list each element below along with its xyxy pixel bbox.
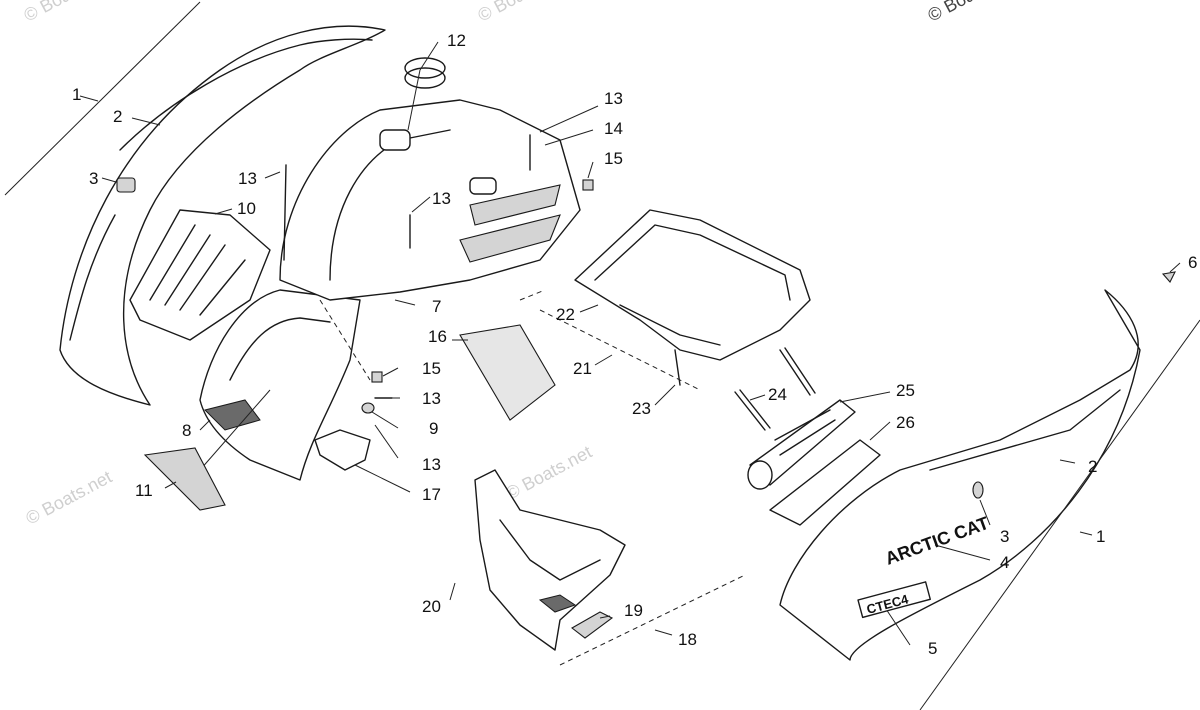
lower-front-panel	[199, 289, 361, 481]
left-side-panel	[4, 1, 386, 406]
strap	[734, 347, 816, 431]
callout-number: 13	[422, 455, 441, 474]
callout-number: 3	[1000, 527, 1009, 546]
callout-number: 3	[89, 169, 98, 188]
bracket	[314, 429, 411, 493]
callout-number: 13	[422, 389, 441, 408]
callout-number: 20	[422, 597, 441, 616]
callout-number: 22	[556, 305, 575, 324]
screws	[264, 105, 1181, 459]
watermark-text: © Boats.net	[924, 0, 1017, 26]
storage-tray	[519, 209, 811, 406]
callout-number: 26	[896, 413, 915, 432]
callout-number: 8	[182, 421, 191, 440]
callout-number: 13	[604, 89, 623, 108]
callout-number: 6	[1188, 253, 1197, 272]
callout-number: 24	[768, 385, 787, 404]
callout-number: 9	[429, 419, 438, 438]
callout-number: 15	[604, 149, 623, 168]
callout-number: 11	[135, 481, 153, 500]
callout-number: 17	[422, 485, 441, 504]
callout-number: 12	[447, 31, 466, 50]
pad-cover	[769, 421, 891, 526]
callout-labels: 1 2 3 10 13 12 13 14 15 13 7 22 16 21 15…	[72, 31, 1197, 658]
callout-number: 13	[432, 189, 451, 208]
callout-number: 2	[113, 107, 122, 126]
callout-number: 7	[432, 297, 441, 316]
hood	[279, 99, 581, 381]
callout-number: 16	[428, 327, 447, 346]
callout-number: 1	[72, 85, 81, 104]
vent-grille	[129, 208, 271, 341]
callout-number: 1	[1096, 527, 1105, 546]
callout-number: 10	[237, 199, 256, 218]
callout-number: 13	[238, 169, 257, 188]
callout-number: 19	[624, 601, 643, 620]
watermark-text: © Boats.net	[474, 0, 567, 26]
callout-number: 5	[928, 639, 937, 658]
callout-number: 2	[1088, 457, 1097, 476]
callout-number: 23	[632, 399, 651, 418]
callout-number: 15	[422, 359, 441, 378]
intake-boot	[404, 41, 446, 131]
watermark-text: © Boats.net	[502, 442, 595, 504]
right-side-panel	[779, 289, 1200, 710]
watermark-text: © Boats.net	[20, 0, 113, 26]
windshield-film	[452, 324, 556, 421]
callout-number: 14	[604, 119, 623, 138]
callout-number: 25	[896, 381, 915, 400]
callout-number: 18	[678, 630, 697, 649]
storage-pad	[747, 391, 891, 490]
callout-number: 4	[1000, 553, 1009, 572]
mesh-screen	[143, 447, 226, 511]
front-bumper	[449, 469, 746, 666]
watermark-text: © Boats.net	[22, 467, 115, 529]
callout-number: 21	[573, 359, 592, 378]
